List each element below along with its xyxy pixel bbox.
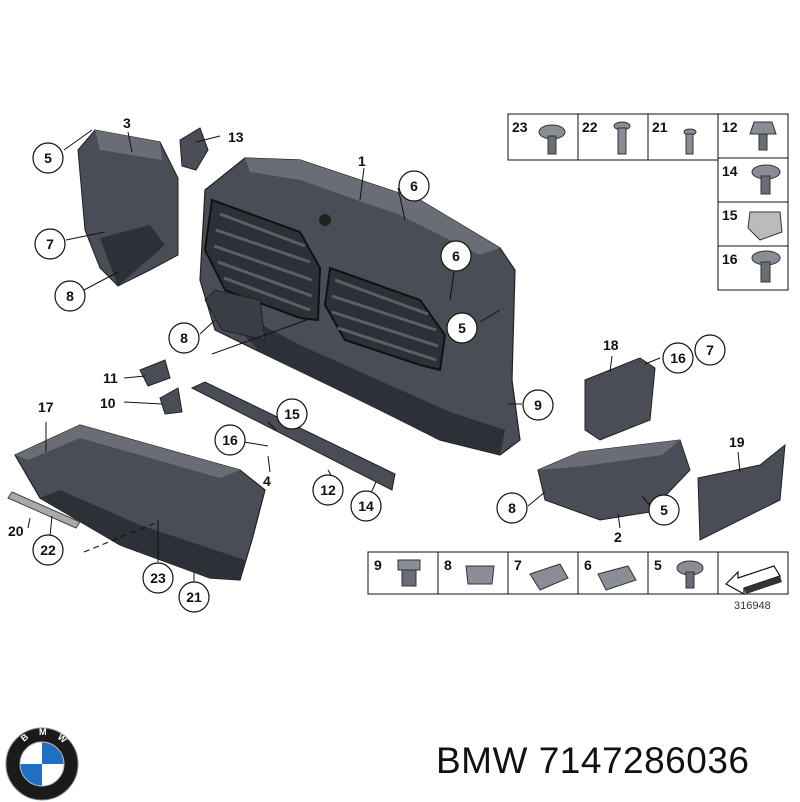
svg-text:5: 5: [458, 320, 466, 336]
part-11-bracket: [139, 359, 171, 387]
svg-text:15: 15: [284, 406, 300, 422]
fastener-23-icon: [538, 124, 566, 155]
part-1-carrier: [199, 157, 521, 456]
svg-text:16: 16: [222, 432, 238, 448]
part-13-cap: [179, 127, 209, 171]
part-2-lower-duct: [537, 439, 691, 521]
fastener-label-12: 12: [722, 119, 738, 135]
svg-text:9: 9: [534, 397, 542, 413]
fastener-label-14: 14: [722, 163, 738, 179]
callout-circle-23: 23: [142, 562, 174, 594]
svg-text:8: 8: [180, 330, 188, 346]
caption-part-number: 7147286036: [538, 740, 750, 781]
fastener-label-22: 22: [582, 119, 598, 135]
fastener-label-8: 8: [444, 557, 452, 573]
fastener-table-bottom: 9 8 7 6 5: [367, 551, 789, 596]
part-17-underbody-shield: [14, 424, 266, 581]
leader-dashed-23: [83, 521, 159, 553]
fastener-label-7: 7: [514, 557, 522, 573]
svg-text:23: 23: [150, 570, 166, 586]
svg-text:M: M: [39, 727, 47, 737]
svg-text:6: 6: [410, 178, 418, 194]
callout-circle-7a: 7: [34, 228, 66, 260]
callout-4: 4: [263, 473, 271, 489]
fastener-14-icon: [751, 164, 781, 195]
svg-text:5: 5: [44, 150, 52, 166]
callout-18: 18: [603, 337, 619, 353]
callout-circle-8c: 8: [496, 492, 528, 524]
fastener-label-6: 6: [584, 557, 592, 573]
fastener-8-icon: [465, 565, 495, 585]
callout-circle-16b: 16: [214, 424, 246, 456]
callout-circle-5b: 5: [446, 312, 478, 344]
part-4-trim-strip: [190, 381, 396, 491]
svg-text:21: 21: [186, 589, 202, 605]
fastener-21-icon: [683, 128, 697, 155]
callout-13: 13: [228, 129, 244, 145]
svg-text:B: B: [19, 731, 31, 743]
callout-circle-7b: 7: [694, 334, 726, 366]
direction-arrow-icon: [725, 565, 782, 596]
callout-2: 2: [614, 529, 622, 545]
svg-text:7: 7: [46, 236, 54, 252]
fastener-label-16: 16: [722, 251, 738, 267]
bmw-logo: B M W: [5, 727, 79, 801]
callout-circle-9: 9: [522, 389, 554, 421]
part-10-bracket: [159, 387, 183, 415]
callout-11: 11: [103, 370, 118, 386]
fastener-9-icon: [397, 559, 421, 587]
callout-3: 3: [123, 115, 131, 131]
svg-text:14: 14: [358, 498, 374, 514]
part-caption: BMW 7147286036: [436, 740, 796, 784]
callout-circle-6a: 6: [398, 170, 430, 202]
fastener-22-icon: [613, 121, 631, 155]
fastener-table-top: 23 22 21 12 14 15 16: [507, 113, 789, 291]
part-8-bracket-left: [204, 289, 266, 341]
svg-text:5: 5: [660, 502, 668, 518]
fastener-label-21: 21: [652, 119, 668, 135]
svg-text:7: 7: [706, 342, 714, 358]
fastener-6-icon: [597, 565, 637, 591]
fastener-label-5: 5: [654, 557, 662, 573]
callout-circle-12: 12: [312, 474, 344, 506]
svg-text:22: 22: [40, 542, 56, 558]
part-19-side-panel: [697, 443, 786, 541]
svg-text:12: 12: [320, 482, 336, 498]
fastener-16-icon: [751, 250, 781, 283]
drawing-number: 316948: [734, 600, 771, 612]
callout-circle-21: 21: [178, 581, 210, 613]
fastener-label-23: 23: [512, 119, 528, 135]
callout-circle-5a: 5: [32, 142, 64, 174]
fastener-label-9: 9: [374, 557, 382, 573]
part-3-air-duct-left: [77, 129, 179, 287]
fastener-12-icon: [749, 121, 777, 151]
fastener-15-icon: [747, 211, 783, 241]
callout-1: 1: [358, 153, 366, 169]
svg-text:6: 6: [452, 248, 460, 264]
callout-circle-16a: 16: [662, 342, 694, 374]
part-18-duct: [584, 357, 656, 441]
callout-circle-5c: 5: [648, 494, 680, 526]
svg-text:8: 8: [508, 500, 516, 516]
part-20-strip: [7, 491, 81, 529]
callout-circle-15: 15: [276, 398, 308, 430]
callout-17: 17: [38, 399, 54, 415]
callout-circle-8a: 8: [54, 280, 86, 312]
callout-20: 20: [8, 523, 24, 539]
callout-circle-14: 14: [350, 490, 382, 522]
svg-text:16: 16: [670, 350, 686, 366]
callout-19: 19: [729, 434, 745, 450]
fastener-7-icon: [529, 563, 569, 591]
svg-text:8: 8: [66, 288, 74, 304]
leader-lines: [27, 129, 741, 584]
callout-circle-8b: 8: [168, 322, 200, 354]
callout-10: 10: [100, 395, 116, 411]
fastener-label-15: 15: [722, 207, 738, 223]
caption-brand: BMW: [436, 740, 528, 781]
callout-circle-6b: 6: [440, 240, 472, 272]
fastener-5-icon: [676, 560, 704, 589]
callout-circle-22: 22: [32, 534, 64, 566]
